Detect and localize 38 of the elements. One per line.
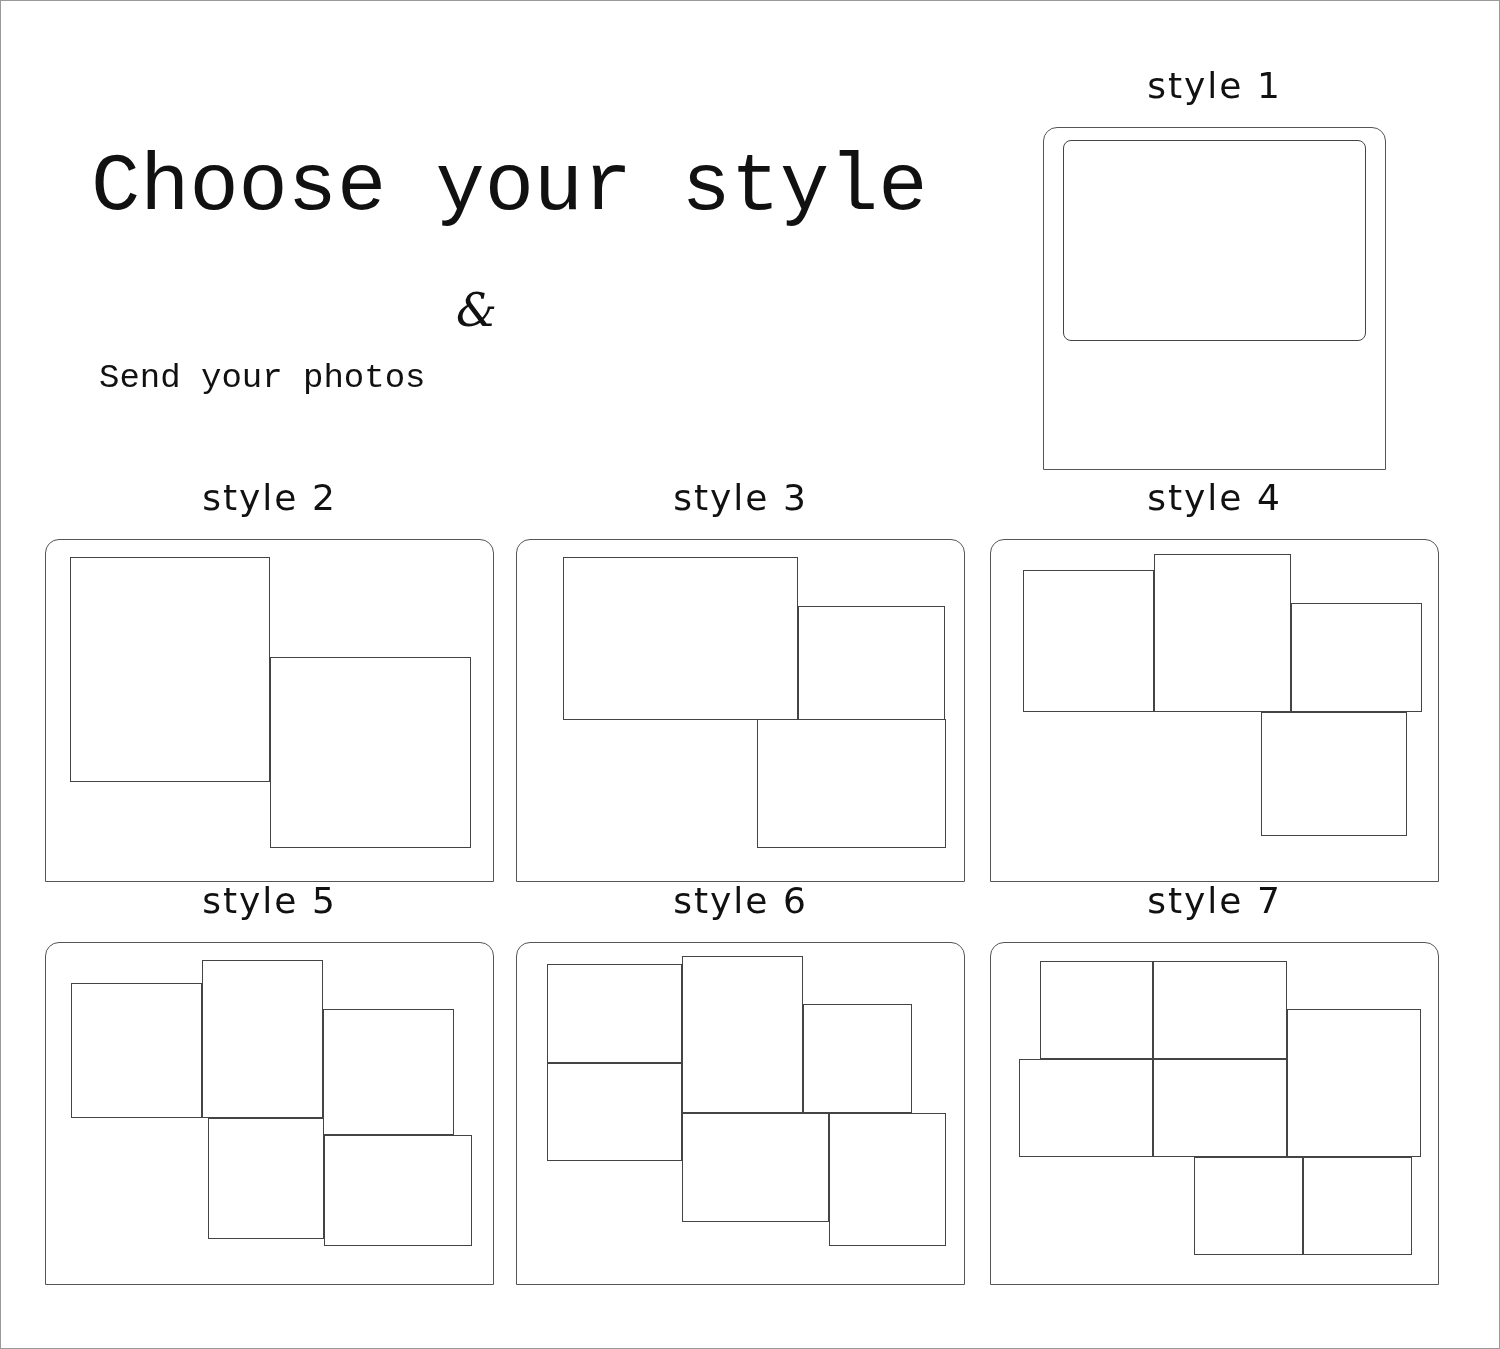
style-heading: style 6 bbox=[672, 880, 809, 923]
photo-slot bbox=[1062, 139, 1366, 341]
photo-slot bbox=[269, 656, 471, 848]
photo-slot bbox=[1286, 1008, 1421, 1157]
style-heading: style 1 bbox=[1146, 65, 1283, 108]
photo-slot bbox=[1260, 711, 1407, 836]
photo-slot bbox=[69, 556, 270, 782]
style-heading: style 7 bbox=[1146, 880, 1283, 923]
style-heading: style 3 bbox=[672, 477, 809, 520]
photo-slot bbox=[802, 1003, 912, 1113]
photo-slot bbox=[546, 1062, 682, 1161]
photo-slot bbox=[201, 959, 323, 1118]
photo-slot bbox=[1153, 553, 1291, 712]
photo-slot bbox=[1290, 602, 1422, 712]
photo-slot bbox=[1022, 569, 1154, 712]
photo-slot bbox=[207, 1117, 324, 1239]
style-heading: style 5 bbox=[201, 880, 338, 923]
ampersand: & bbox=[456, 283, 497, 337]
photo-slot bbox=[323, 1134, 472, 1246]
photo-slot bbox=[828, 1112, 946, 1246]
subtitle: Send your photos bbox=[99, 359, 426, 397]
photo-slot bbox=[1152, 1058, 1287, 1157]
photo-slot bbox=[1039, 960, 1153, 1059]
photo-slot bbox=[681, 955, 803, 1113]
photo-slot bbox=[322, 1008, 454, 1135]
title: Choose your style bbox=[91, 141, 928, 234]
photo-slot bbox=[681, 1112, 829, 1222]
photo-slot bbox=[1193, 1156, 1303, 1255]
photo-slot bbox=[1018, 1058, 1153, 1157]
style-heading: style 2 bbox=[201, 477, 338, 520]
photo-slot bbox=[546, 963, 682, 1063]
photo-slot bbox=[70, 982, 202, 1118]
photo-slot bbox=[1302, 1156, 1412, 1255]
photo-slot bbox=[797, 605, 945, 720]
style-heading: style 4 bbox=[1146, 477, 1283, 520]
photo-slot bbox=[562, 556, 798, 720]
photo-slot bbox=[756, 718, 946, 848]
photo-slot bbox=[1152, 960, 1287, 1059]
